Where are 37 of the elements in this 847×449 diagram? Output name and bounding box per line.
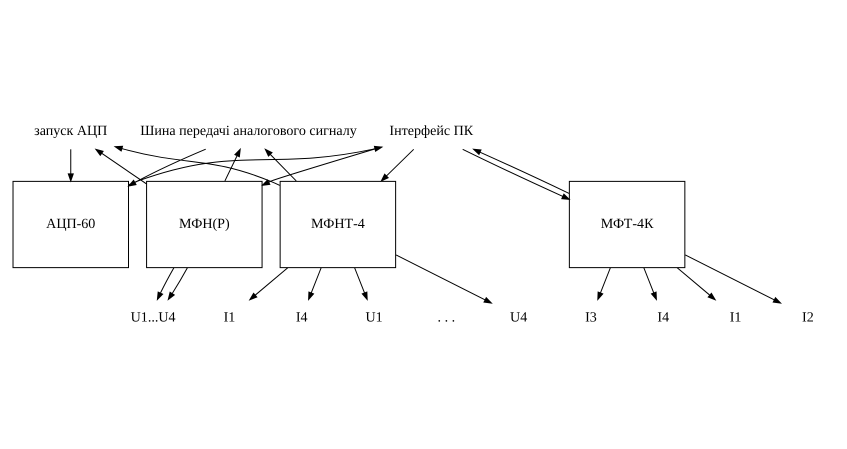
node-text: U1...U4 (130, 310, 176, 326)
arrow (264, 148, 296, 182)
node-text: I4 (295, 310, 308, 326)
arrow (596, 268, 610, 301)
arrow (67, 149, 74, 182)
arrow (248, 267, 288, 301)
node-text: U1 (364, 310, 382, 326)
node-text: запуск АЦП (34, 122, 107, 139)
node-box: МФНТ-4 (279, 180, 396, 268)
arrow (684, 254, 782, 304)
node-text: I4 (656, 310, 669, 326)
arrow (676, 267, 716, 301)
arrow (94, 148, 146, 184)
node-text: I1 (223, 310, 235, 326)
arrow (308, 268, 322, 301)
arrow (354, 268, 368, 301)
arrow (156, 267, 174, 301)
node-text: Інтерфейс ПК (388, 122, 473, 139)
arrow (462, 148, 570, 200)
node-text: I2 (802, 310, 814, 326)
arrow (472, 148, 569, 194)
arrow (166, 267, 188, 301)
arrow (224, 148, 240, 182)
node-text: I3 (584, 310, 596, 326)
node-box: МФТ-4К (568, 180, 685, 268)
node-text: I1 (729, 310, 741, 326)
arrow (126, 148, 206, 187)
arrow (260, 146, 382, 186)
label: . . . (437, 310, 455, 326)
arrow (113, 146, 280, 186)
node-box: АЦП-60 (12, 180, 128, 268)
arrow (380, 148, 414, 182)
node-box: МФН(Р) (146, 180, 262, 268)
arrow (642, 268, 656, 301)
node-text: U4 (510, 310, 527, 326)
node-text: Шина передачі аналогового сигналу (140, 122, 356, 139)
arrow (395, 254, 492, 304)
